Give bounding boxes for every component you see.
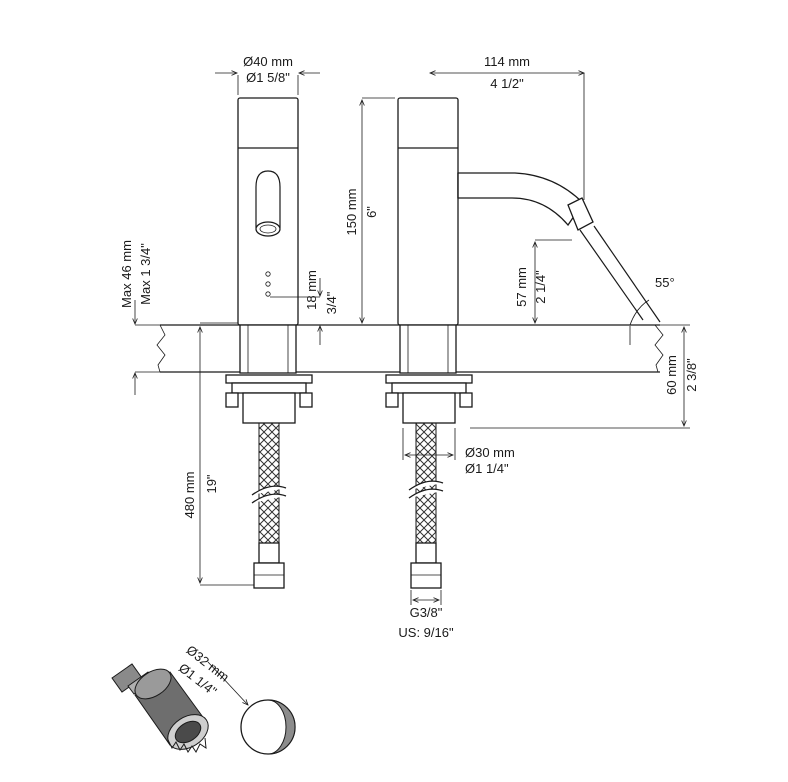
indicator-dot xyxy=(265,291,271,297)
dim-spout-diameter-mm: Ø40 mm xyxy=(243,54,293,69)
dim-spout-height-mm: 57 mm xyxy=(514,267,529,307)
dim-hose-length-mm: 480 mm xyxy=(182,472,197,519)
dim-angle: 55° xyxy=(655,275,675,290)
dim-shank-diameter-mm: Ø30 mm xyxy=(465,445,515,460)
dim-height-in: 6" xyxy=(364,206,379,218)
dim-reach-in: 4 1/2" xyxy=(490,76,524,91)
dim-spout-diameter-in: Ø1 5/8" xyxy=(246,70,290,85)
dim-reach-mm: 114 mm xyxy=(484,54,530,69)
dim-max-deck-in: Max 1 3/4" xyxy=(138,243,153,305)
dim-hose-length-in: 19" xyxy=(204,474,219,493)
dim-thread-us: US: 9/16" xyxy=(398,625,454,640)
dim-max-deck-mm: Max 46 mm xyxy=(119,240,134,308)
faucet-front-view xyxy=(225,97,313,589)
hole-saw-icon xyxy=(111,663,209,753)
dim-height-mm: 150 mm xyxy=(344,189,359,236)
dim-thread: G3/8" xyxy=(410,605,443,620)
faucet-side-view xyxy=(385,97,661,589)
dim-spout-height-in: 2 1/4" xyxy=(533,270,548,304)
dim-shank-length-in: 2 3/8" xyxy=(684,358,699,392)
dim-shank-length-mm: 60 mm xyxy=(664,355,679,395)
indicator-dot xyxy=(265,271,271,277)
drilled-hole-icon xyxy=(240,699,296,755)
dim-sensor-height-mm: 18 mm xyxy=(304,270,319,310)
dim-sensor-height-in: 3/4" xyxy=(324,291,339,314)
dim-shank-diameter-in: Ø1 1/4" xyxy=(465,461,509,476)
indicator-dot xyxy=(265,281,271,287)
dimension-lines xyxy=(135,73,690,705)
